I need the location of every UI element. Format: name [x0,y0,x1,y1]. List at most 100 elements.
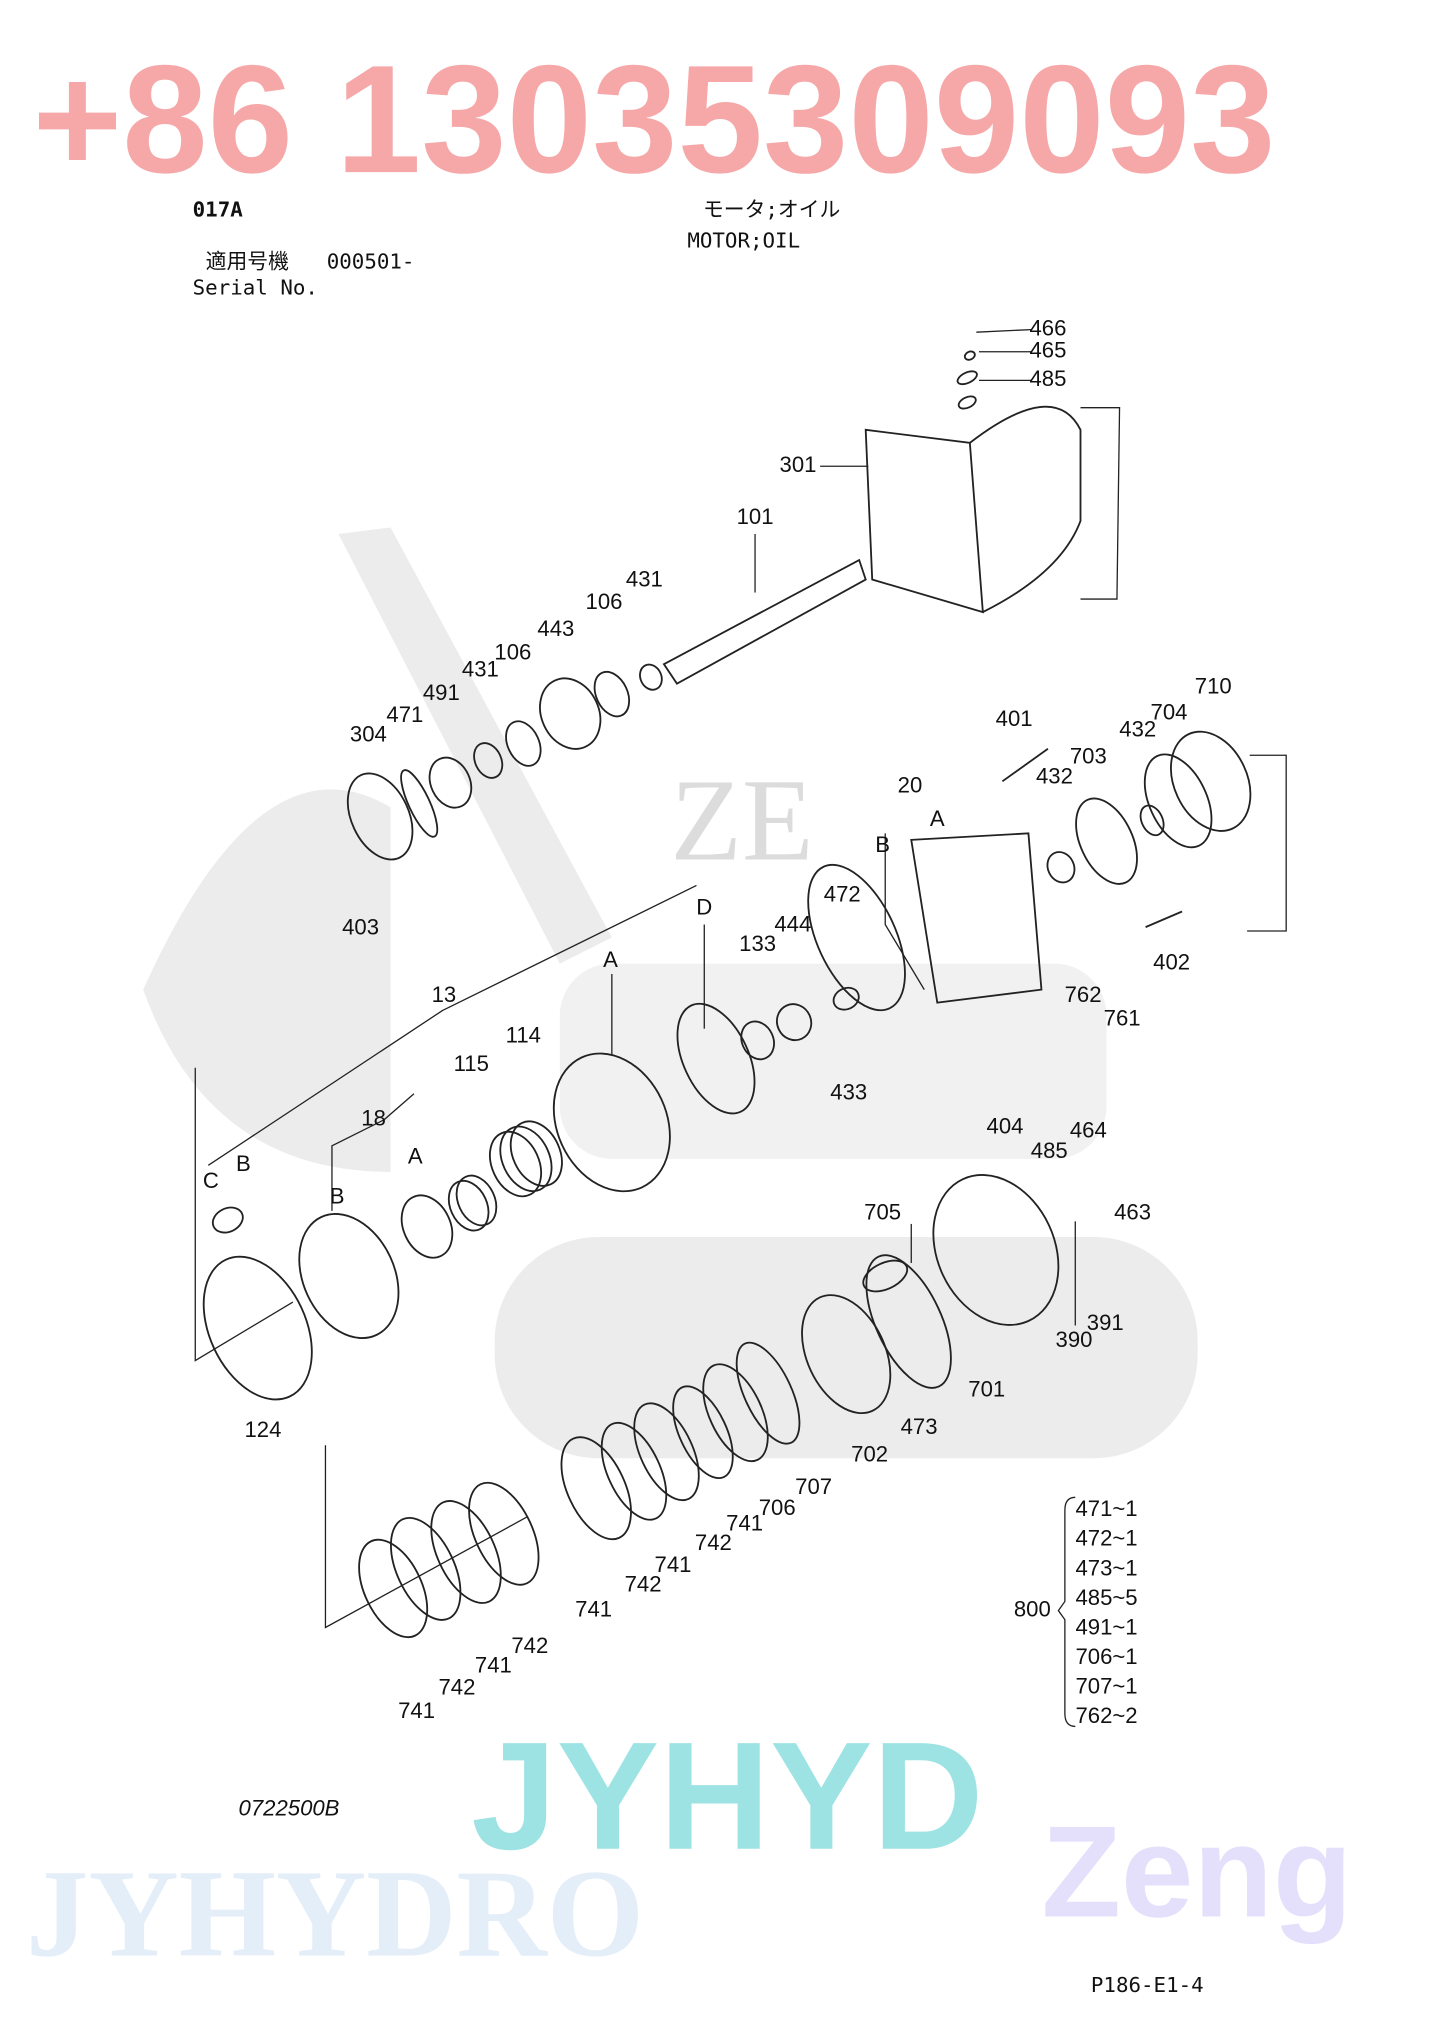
leader-line [324,1445,528,1629]
watermark-logo-text: ZE [670,756,813,885]
callout-brake-15: 742 [625,1572,662,1597]
part-outline [473,742,504,779]
callout-valve-2: 704 [1151,699,1188,724]
callout-valve-1: 710 [1195,673,1232,698]
page-reference: P186-E1-4 [1091,1973,1204,1997]
part-outline [509,1120,563,1187]
serial-label-jp: 適用号機 [206,249,289,273]
leader-line [207,884,697,1166]
part-outline [560,1436,632,1541]
callout-brake-12: 741 [726,1510,763,1535]
callout-rotary-9: B [330,1184,345,1209]
callout-top-1: 465 [1029,338,1066,363]
part-outline [957,395,977,410]
shaft-101 [662,558,867,685]
callout-brake-13: 742 [695,1530,732,1555]
part-outline [1139,804,1165,837]
watermark-jyhyd: JYHYD [471,1710,983,1882]
part-outline [740,1020,775,1061]
part-outline [552,1052,671,1193]
drawing-number: 0722500B [239,1796,340,1821]
callout-brake-6: 391 [1087,1310,1124,1335]
callout-brake-14: 741 [655,1552,692,1577]
callout-rotary-2: 133 [739,931,776,956]
part-outline [832,986,860,1011]
callout-rotary-3: D [696,895,712,920]
watermark-jyhydro: JYHYDRO [26,1846,644,1984]
callout-rotary-10: A [408,1143,423,1168]
part-outline [468,1481,540,1586]
part-outline [539,677,602,750]
kit-item: 762~2 [1075,1703,1137,1728]
serial-value: 000501- [327,249,415,273]
part-outline [963,350,976,361]
kit-item: 491~1 [1075,1614,1137,1639]
leader-line [884,833,925,990]
callout-rotary-11: C [203,1168,219,1193]
kit-list: 800 471~1472~1473~1485~5491~1706~1707~17… [1014,1496,1138,1728]
part-outline [593,670,631,718]
part-outline [455,1174,498,1227]
part-outline [1075,797,1138,885]
part-outline [956,370,978,386]
part-outline [447,1179,490,1232]
bolt-401 [1001,748,1049,783]
callout-rotary-5: 13 [432,982,457,1007]
callout-top-8: 106 [494,640,531,665]
callout-valve-3: 432 [1119,716,1156,741]
part-outline [676,1002,756,1115]
part-outline [488,1130,543,1198]
callout-top-6: 106 [586,589,623,614]
part-outline [346,772,414,861]
callout-rotary-13: 433 [830,1080,867,1105]
callout-rotary-7: 115 [454,1051,489,1076]
part-outline [639,663,663,691]
callout-rotary-1: 444 [774,912,811,937]
part-outline [358,1538,429,1639]
kit-item: 485~5 [1075,1585,1137,1610]
part-outline [1143,753,1213,849]
callout-top-2: 485 [1029,366,1066,391]
callout-brake-0: 404 [987,1113,1024,1138]
callout-valve-10: 762 [1065,982,1102,1007]
part-outline [633,1402,700,1502]
callout-valve-9: 402 [1153,949,1190,974]
watermark-zeng: Zeng [1041,1798,1352,1944]
leader-line [1247,754,1287,932]
callout-top-5: 431 [626,567,663,592]
part-outline [390,1516,462,1621]
callout-rotary-12: B [236,1151,251,1176]
housing-301 [864,405,1082,614]
part-outline [702,1363,769,1463]
callout-brake-19: 742 [438,1675,475,1700]
leader-lines [194,328,1287,1629]
callout-brake-10: 707 [795,1474,832,1499]
bolt-402 [1145,910,1183,928]
callout-top-13: 403 [342,914,379,939]
callout-brake-5: 390 [1056,1327,1093,1352]
kit-item: 706~1 [1075,1644,1137,1669]
leader-line [976,328,1032,333]
callout-top-0: 466 [1029,315,1066,340]
callout-valve-0: 401 [996,706,1033,731]
callout-top-9: 431 [462,657,499,682]
part-outline [428,756,473,809]
callout-brake-17: 742 [511,1633,548,1658]
callout-top-11: 471 [386,702,423,727]
part-outline [400,1194,454,1259]
part-outline [862,1259,909,1293]
valve-cover-20 [910,832,1043,1004]
page-code: 017A [193,197,244,221]
callout-rotary-14: 124 [245,1417,282,1442]
kit-item: 473~1 [1075,1555,1137,1580]
callout-valve-7: A [930,806,945,831]
part-outline [735,1341,801,1445]
part-outline [672,1385,734,1480]
callout-labels: 4664654853011014311064431064314914713044… [203,315,1232,1723]
callout-top-12: 304 [350,722,387,747]
callout-top-10: 491 [423,680,460,705]
leader-line [331,1093,415,1211]
callout-brake-11: 706 [759,1495,796,1520]
